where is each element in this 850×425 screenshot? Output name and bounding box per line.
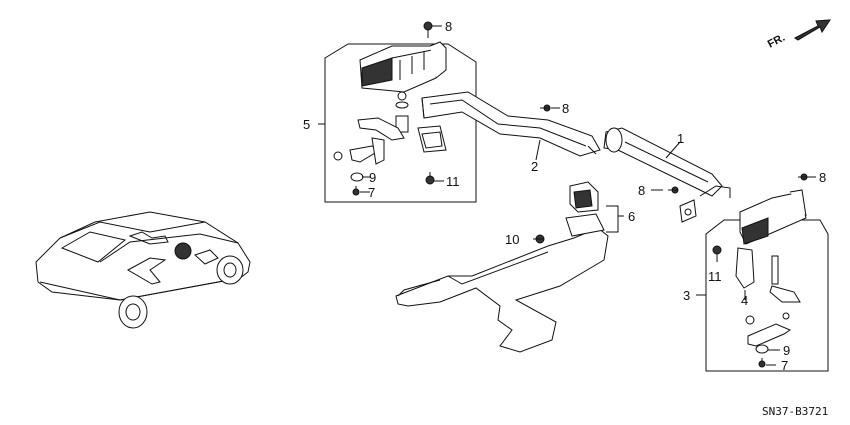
vent-grille-part (569, 181, 599, 213)
assembly-5-boundary (324, 43, 477, 203)
callout-3: 3 (683, 288, 690, 303)
part-1-duct (603, 127, 731, 223)
bolt-8c (668, 186, 679, 194)
callout-6: 6 (628, 209, 635, 224)
callout-9b: 9 (783, 343, 790, 358)
callout-9a: 9 (369, 170, 376, 185)
bolt-8b (540, 104, 551, 112)
car-location-sketch (35, 211, 251, 329)
vent-housing-upper (359, 41, 447, 93)
diagram-code: SN37-B3721 (762, 405, 828, 418)
callout-7b: 7 (781, 358, 788, 373)
callout-7a: 7 (368, 185, 375, 200)
bolt-8a (423, 21, 433, 38)
callout-1: 1 (677, 131, 684, 146)
front-direction-marker: FR. (766, 19, 831, 51)
callout-8a: 8 (445, 19, 452, 34)
callout-2: 2 (531, 159, 538, 174)
vent-housing-right (739, 189, 807, 245)
front-direction-arrow-icon (794, 19, 831, 41)
bolt-11b (712, 245, 722, 262)
callout-11b: 11 (708, 269, 722, 284)
part-2-duct (421, 91, 601, 157)
callout-5: 5 (303, 117, 310, 132)
callout-4: 4 (741, 293, 748, 308)
callout-8d: 8 (819, 170, 826, 185)
assembly-3-boundary (705, 219, 829, 372)
bolt-10 (533, 234, 545, 244)
callout-10: 10 (505, 232, 519, 247)
callout-11a: 11 (446, 174, 460, 189)
part-6-floor-duct (395, 213, 609, 353)
bolt-8d (798, 173, 808, 181)
callout-8b: 8 (562, 101, 569, 116)
fr-label: FR. (766, 32, 787, 51)
callout-8c: 8 (638, 183, 645, 198)
